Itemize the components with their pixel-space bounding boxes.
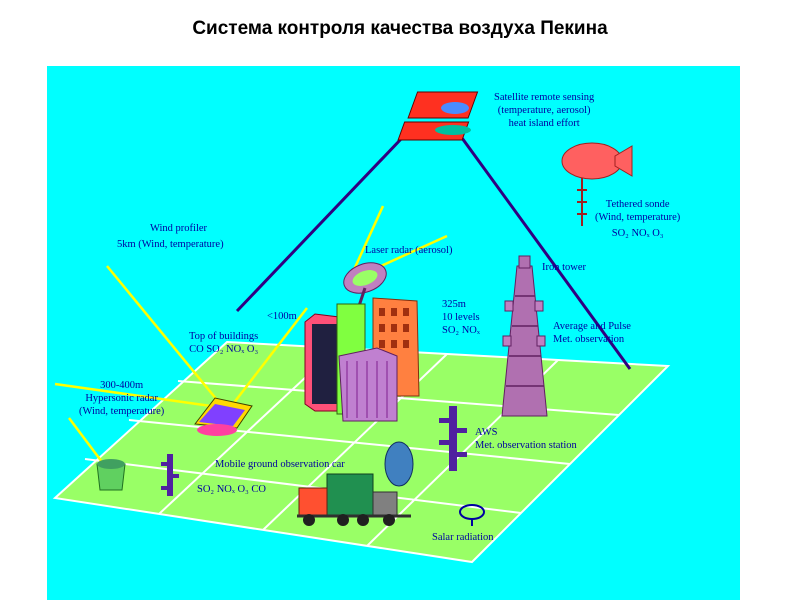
laser-radar-label: Laser radar (aerosol)	[365, 245, 453, 256]
wind-profiler-label: Wind profiler 5km (Wind, temperature)	[117, 222, 224, 251]
satellite-beam-left	[235, 136, 404, 313]
hypersonic-line-1: 300-400m	[100, 380, 144, 391]
tethered-line-3: SO₂ NOₓ O₃	[611, 228, 664, 239]
mobile-car-label: Mobile ground observation car	[215, 459, 345, 470]
iron-tower-label: Iron tower	[542, 262, 587, 273]
aws-mast-icon	[439, 406, 467, 471]
satellite-line-2: (temperature, aerosol)	[497, 105, 591, 116]
diagram-panel: Satellite remote sensing (temperature, a…	[47, 66, 740, 600]
tethered-label: Tethered sonde (Wind, temperature) SO₂ N…	[595, 198, 680, 240]
mobile-gases-label: SO₂ NOₓ O₃ CO	[197, 484, 266, 495]
aws-label: AWS Met. observation station	[475, 426, 577, 452]
satellite-line-1: Satellite remote sensing	[494, 92, 595, 103]
page-title: Система контроля качества воздуха Пекина	[192, 18, 608, 39]
aws-line-2: Met. observation station	[475, 440, 577, 451]
satellite-line-3: heat island effort	[508, 118, 580, 129]
blimp-icon	[561, 142, 633, 226]
mast-icon	[161, 454, 179, 496]
levels-line-1: 325m	[442, 299, 466, 310]
average-pulse-line-2: Met. observation	[553, 334, 625, 345]
levels-line-2: 10 levels	[442, 312, 480, 323]
hypersonic-line-3: (Wind, temperature)	[79, 406, 165, 417]
satellite-beam-right	[460, 137, 632, 370]
wind-profiler-line-2: 5km (Wind, temperature)	[117, 239, 224, 250]
iron-tower-icon	[501, 255, 548, 417]
top-buildings-line-1: Top of buildings	[189, 331, 259, 342]
observation-car-icon	[297, 441, 414, 526]
lt100m-label: <100m	[267, 311, 297, 322]
levels-label: 325m 10 levels SO₂ NOₓ	[442, 298, 480, 337]
diagram-canvas	[52, 91, 671, 564]
salar-label: Salar radiation	[432, 532, 494, 543]
levels-line-3: SO₂ NOₓ	[442, 325, 480, 336]
satellite-label: Satellite remote sensing (temperature, a…	[494, 91, 594, 130]
tethered-line-2: (Wind, temperature)	[595, 212, 681, 223]
buildings-icon	[304, 297, 420, 422]
top-buildings-line-2: CO SO₂ NOₓ O₃	[189, 344, 259, 355]
hypersonic-label: 300-400m Hypersonic radar (Wind, tempera…	[79, 379, 164, 418]
average-pulse-line-1: Average and Pulse	[553, 321, 631, 332]
average-pulse-label: Average and Pulse Met. observation	[553, 320, 631, 346]
wind-profiler-line-1: Wind profiler	[150, 223, 208, 234]
aws-line-1: AWS	[475, 427, 498, 438]
wind-profiler-icon	[96, 459, 126, 491]
laser-radar-icon	[343, 262, 387, 307]
hypersonic-line-2: Hypersonic radar	[85, 393, 158, 404]
top-buildings-label: Top of buildings CO SO₂ NOₓ O₃	[189, 330, 258, 356]
measurement-beams	[54, 205, 448, 467]
hypersonic-radar-icon	[194, 397, 253, 436]
salar-radiation-icon	[459, 504, 485, 526]
satellite-icon	[397, 91, 479, 141]
tethered-line-1: Tethered sonde	[605, 199, 670, 210]
